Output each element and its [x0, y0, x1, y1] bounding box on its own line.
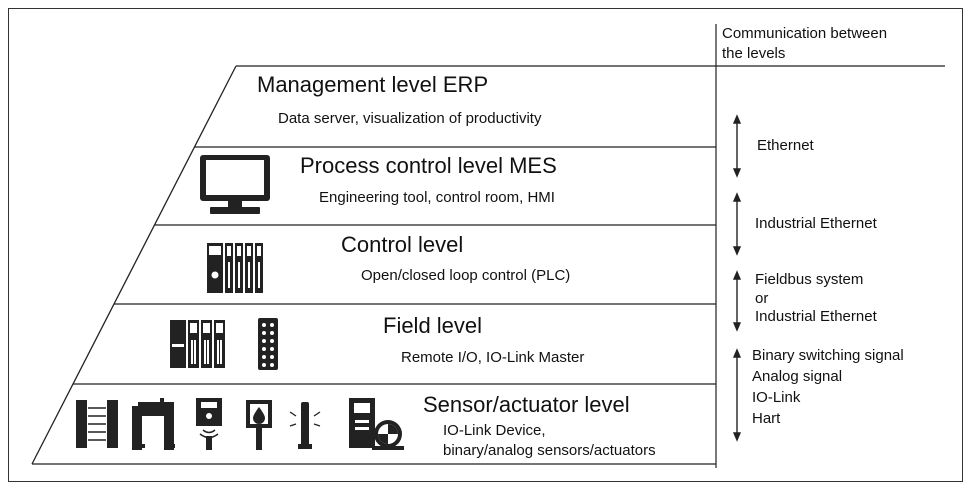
arrow-sensor-signals	[732, 348, 742, 442]
level-title-management: Management level ERP	[257, 72, 489, 97]
arrow-ethernet	[732, 114, 742, 178]
io-link-master-icon	[258, 318, 278, 370]
level-sensor-icon	[246, 400, 272, 450]
comm-fieldbus-group: Fieldbus system or Industrial Ethernet	[755, 271, 877, 327]
plc-icon	[207, 243, 263, 293]
arrow-industrial-ethernet	[732, 192, 742, 256]
level-title-control: Control level	[341, 232, 464, 257]
monitor-icon	[200, 155, 270, 214]
level-subtitle-sensor-actuator-line2: binary/analog sensors/actuators	[443, 442, 656, 459]
diagram-frame	[8, 8, 963, 482]
signal-tower-icon	[289, 402, 321, 449]
comm-sensor-signals-group: Binary switching signal Analog signal IO…	[752, 345, 904, 429]
comm-industrial-ethernet: Industrial Ethernet	[755, 215, 877, 232]
comm-fieldbus-line1: Fieldbus system	[755, 271, 864, 288]
comm-signal-line3: IO-Link	[752, 389, 801, 406]
level-subtitle-process-control: Engineering tool, control room, HMI	[319, 189, 555, 206]
communication-header: Communication between the levels	[722, 24, 887, 64]
comm-signal-line1: Binary switching signal	[752, 347, 904, 364]
light-curtain-icon	[76, 400, 118, 448]
level-subtitle-management: Data server, visualization of productivi…	[278, 110, 542, 127]
comm-fieldbus-line3: Industrial Ethernet	[755, 308, 877, 325]
valve-actuator-icon	[349, 398, 404, 450]
level-title-sensor-actuator: Sensor/actuator level	[423, 392, 630, 417]
fork-sensor-icon	[132, 398, 175, 450]
level-subtitle-control: Open/closed loop control (PLC)	[361, 267, 571, 284]
level-subtitle-sensor-actuator-line1: IO-Link Device,	[443, 422, 546, 439]
pyramid-left-edge	[31, 65, 237, 465]
communication-header-line1: Communication between	[722, 25, 888, 42]
communication-header-line2: the levels	[722, 45, 786, 62]
level-title-field: Field level	[383, 313, 483, 338]
comm-ethernet: Ethernet	[757, 137, 814, 154]
comm-signal-line2: Analog signal	[752, 368, 843, 385]
comm-fieldbus-line2: or	[755, 289, 769, 307]
comm-signal-line4: Hart	[752, 410, 781, 427]
arrow-fieldbus	[732, 270, 742, 332]
inductive-sensor-icon	[196, 398, 222, 450]
remote-io-icon	[170, 320, 225, 368]
level-title-process-control: Process control level MES	[300, 153, 557, 178]
level-subtitle-field: Remote I/O, IO-Link Master	[401, 349, 585, 366]
